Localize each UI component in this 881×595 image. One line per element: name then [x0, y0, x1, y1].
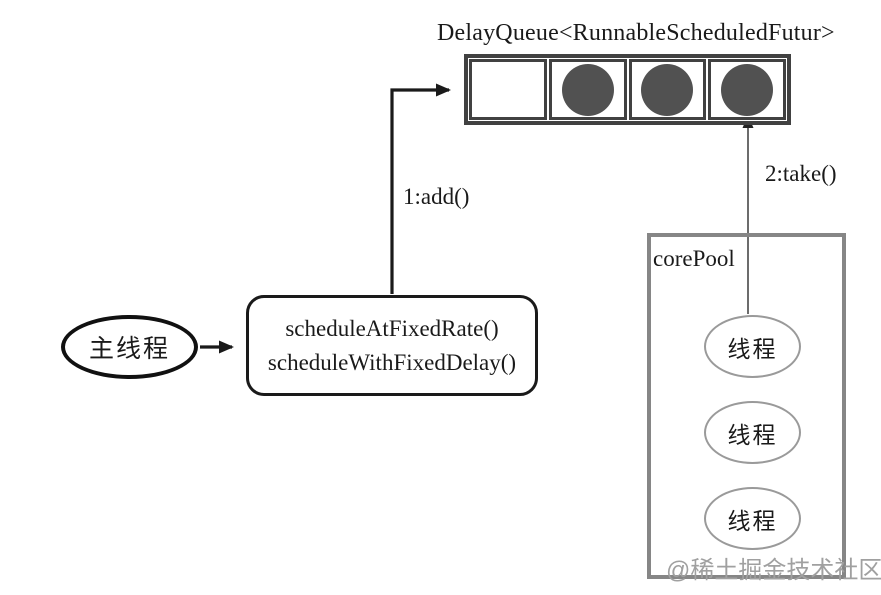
queue-title: DelayQueue<RunnableScheduledFutur> — [437, 20, 835, 46]
schedule-at-fixed-rate-label: scheduleAtFixedRate() — [285, 315, 499, 341]
core-pool-box — [647, 233, 846, 579]
thread-ellipse-3: 线程 — [704, 487, 801, 550]
core-pool-label: corePool — [653, 246, 735, 271]
task-dot-icon — [641, 63, 694, 116]
thread-label: 线程 — [727, 336, 778, 362]
schedule-methods-box: scheduleAtFixedRate() scheduleWithFixedD… — [246, 295, 538, 396]
queue-cell-3 — [628, 59, 707, 120]
add-edge-label: 1:add() — [403, 184, 470, 209]
main-thread-label: 主线程 — [88, 336, 170, 363]
schedule-with-fixed-delay-label: scheduleWithFixedDelay() — [267, 349, 517, 375]
queue-cell-2 — [548, 59, 627, 120]
thread-ellipse-1: 线程 — [704, 315, 801, 378]
main-thread-ellipse: 主线程 — [61, 315, 198, 379]
thread-label: 线程 — [727, 422, 778, 448]
queue-cell-4 — [708, 59, 786, 120]
watermark: @稀土掘金技术社区 — [666, 557, 881, 584]
queue-cell-1 — [469, 59, 547, 120]
thread-label: 线程 — [727, 508, 778, 534]
task-dot-icon — [721, 63, 774, 116]
delay-queue — [464, 54, 791, 125]
task-dot-icon — [561, 63, 614, 116]
take-edge-label: 2:take() — [765, 161, 837, 186]
thread-ellipse-2: 线程 — [704, 401, 801, 464]
